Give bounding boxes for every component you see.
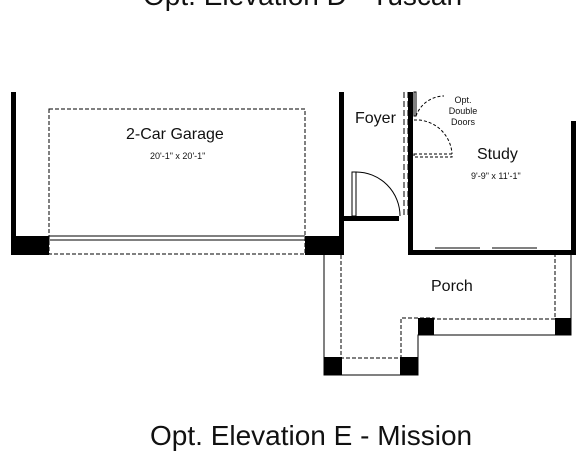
double-doors-note: Opt. Double Doors bbox=[448, 95, 478, 127]
study-dimensions: 9'-9" x 11'-1" bbox=[471, 171, 521, 181]
entry-door-swing bbox=[355, 171, 401, 217]
porch-pier-mid bbox=[418, 318, 434, 335]
porch-label: Porch bbox=[431, 278, 473, 295]
garage-dimensions: 20'-1" x 20'-1" bbox=[150, 151, 206, 161]
garage-bottom-right-pier bbox=[305, 236, 339, 255]
study-bottom-wall bbox=[408, 250, 576, 255]
garage-left-wall bbox=[11, 92, 16, 255]
top-elevation-title: Opt. Elevation D - Tuscan bbox=[143, 0, 462, 10]
porch-pier-bottom-right bbox=[400, 357, 418, 375]
porch-outline bbox=[323, 255, 572, 376]
floor-plan bbox=[11, 91, 576, 376]
porch-inner-dashed bbox=[340, 255, 556, 359]
entry-wall bbox=[344, 216, 399, 221]
garage-label: 2-Car Garage bbox=[126, 126, 224, 143]
foyer-label: Foyer bbox=[355, 110, 396, 127]
study-left-wall bbox=[408, 92, 413, 255]
garage-bottom-left-pier bbox=[11, 236, 49, 255]
study-label: Study bbox=[477, 146, 518, 163]
study-right-wall bbox=[571, 121, 576, 255]
double-door-leaf-top bbox=[413, 91, 417, 117]
garage-right-wall bbox=[339, 92, 344, 255]
porch-pier-right bbox=[555, 318, 571, 335]
porch-pier-bottom-left bbox=[324, 357, 342, 375]
double-door-leaf-bottom bbox=[413, 153, 453, 158]
entry-door-panel bbox=[351, 171, 357, 217]
garage-outline bbox=[48, 108, 306, 255]
